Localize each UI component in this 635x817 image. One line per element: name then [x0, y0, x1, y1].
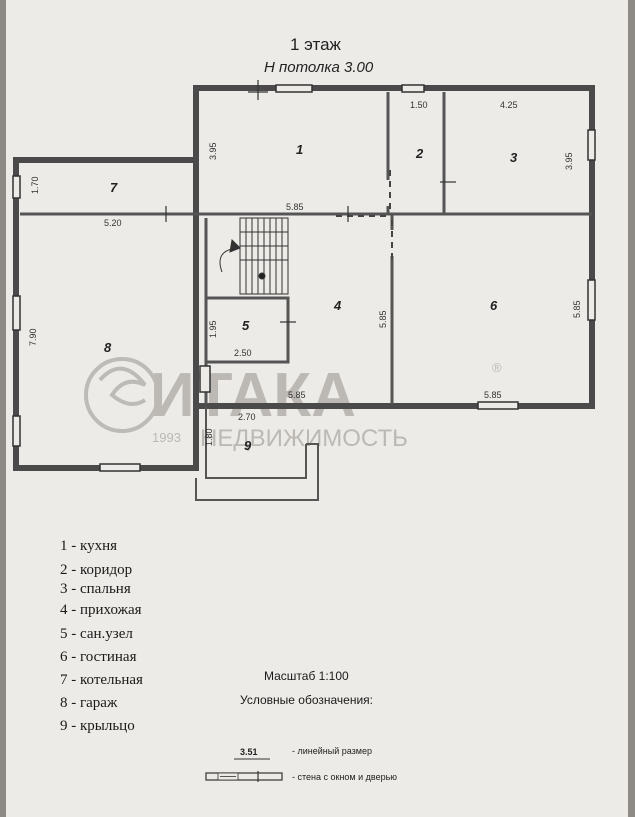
dim-bathroom-width: 2.50	[234, 348, 252, 358]
dim-porch-height: 1.80	[204, 428, 214, 446]
windows	[12, 84, 596, 472]
window-corridor	[401, 84, 425, 93]
staircase	[219, 217, 289, 295]
window-garage-west	[12, 295, 21, 331]
wall-bathroom	[206, 296, 290, 364]
dim-kitchen-width: 5.85	[286, 202, 304, 212]
drawing-key: Масштаб 1:100 Условные обозначения: 3.51…	[205, 669, 397, 782]
legend-item: 4 - прихожая	[60, 602, 142, 618]
watermark-registered: ®	[492, 360, 502, 375]
dim-living-height: 5.85	[572, 300, 582, 318]
legend-item: 1 - кухня	[60, 538, 117, 554]
legend-item: 3 - спальня	[60, 581, 131, 597]
garage-outer-wall	[13, 157, 199, 471]
room-6-label: 6	[490, 298, 498, 313]
porch-outline	[205, 406, 307, 479]
main-outer-wall	[193, 85, 595, 409]
dim-bedroom-height: 3.95	[564, 152, 574, 170]
dim-boiler-height: 1.70	[30, 176, 40, 194]
door-porch	[199, 365, 211, 393]
room-7-label: 7	[110, 180, 118, 195]
stair-arrowhead-icon	[229, 238, 241, 253]
dim-living-width: 5.85	[484, 390, 502, 400]
dim-kitchen-height: 3.95	[208, 142, 218, 160]
stair-dot-icon	[258, 272, 266, 280]
dim-corridor-width: 1.50	[410, 100, 428, 110]
key-dim-desc: - линейный размер	[292, 746, 372, 756]
room-4-label: 4	[333, 298, 342, 313]
room-9-label: 9	[244, 438, 252, 453]
watermark-logo-icon	[84, 357, 160, 433]
legend-item: 5 - сан.узел	[60, 626, 133, 642]
watermark: ИТАКА ® 1993 НЕДВИЖИМОСТЬ	[84, 357, 502, 452]
porch-steps	[195, 443, 319, 501]
dim-hall-height: 5.85	[378, 310, 388, 328]
watermark-swirl-icon	[98, 366, 147, 406]
window-boiler	[12, 175, 21, 199]
door-ticks	[165, 80, 456, 323]
room-8-label: 8	[104, 340, 112, 355]
dashed-doors	[336, 170, 393, 262]
window-garage-sw	[12, 415, 21, 447]
dim-hall-width: 5.85	[288, 390, 306, 400]
dim-garage-height: 7.90	[28, 328, 38, 346]
room-1-label: 1	[296, 142, 303, 157]
dim-porch-width: 2.70	[238, 412, 256, 422]
legend-item: 2 - коридор	[60, 562, 132, 578]
watermark-year: 1993	[152, 430, 181, 445]
dim-boiler-width: 5.20	[104, 218, 122, 228]
watermark-brand: ИТАКА	[150, 361, 356, 430]
walls	[13, 85, 595, 471]
scale-label: Масштаб 1:100	[264, 669, 349, 683]
window-living-south	[477, 401, 519, 410]
key-dim-sample: 3.51	[240, 747, 258, 757]
key-wall-desc: - стена с окном и дверью	[292, 772, 397, 782]
legend-item: 7 - котельная	[60, 672, 143, 688]
key-title: Условные обозначения:	[240, 693, 373, 707]
ceiling-height: Н потолка 3.00	[264, 59, 374, 76]
window-living	[587, 279, 596, 321]
legend-item: 9 - крыльцо	[60, 718, 135, 734]
watermark-subtitle: НЕДВИЖИМОСТЬ	[200, 425, 408, 452]
room-2-label: 2	[415, 146, 424, 161]
stair-arrow-icon	[219, 247, 239, 273]
window-kitchen	[275, 84, 313, 93]
window-garage-south	[99, 463, 141, 472]
room-3-label: 3	[510, 150, 518, 165]
key-wall-sample	[205, 771, 283, 782]
dim-bathroom-height: 1.95	[208, 320, 218, 338]
plan-title: 1 этаж	[290, 35, 342, 54]
room-legend: 1 - кухня 2 - коридор 3 - спальня 4 - пр…	[60, 538, 143, 734]
legend-item: 6 - гостиная	[60, 649, 137, 665]
legend-item: 8 - гараж	[60, 695, 118, 711]
window-bedroom	[587, 129, 596, 161]
dim-bedroom-width: 4.25	[500, 100, 518, 110]
room-5-label: 5	[242, 318, 250, 333]
room-numbers: 1 2 3 4 5 6 7 8 9	[104, 142, 518, 453]
key-wall-rect	[205, 772, 283, 781]
dimension-labels: 3.95 1.50 4.25 3.95 1.70 5.20 5.85 7.90 …	[28, 100, 582, 446]
